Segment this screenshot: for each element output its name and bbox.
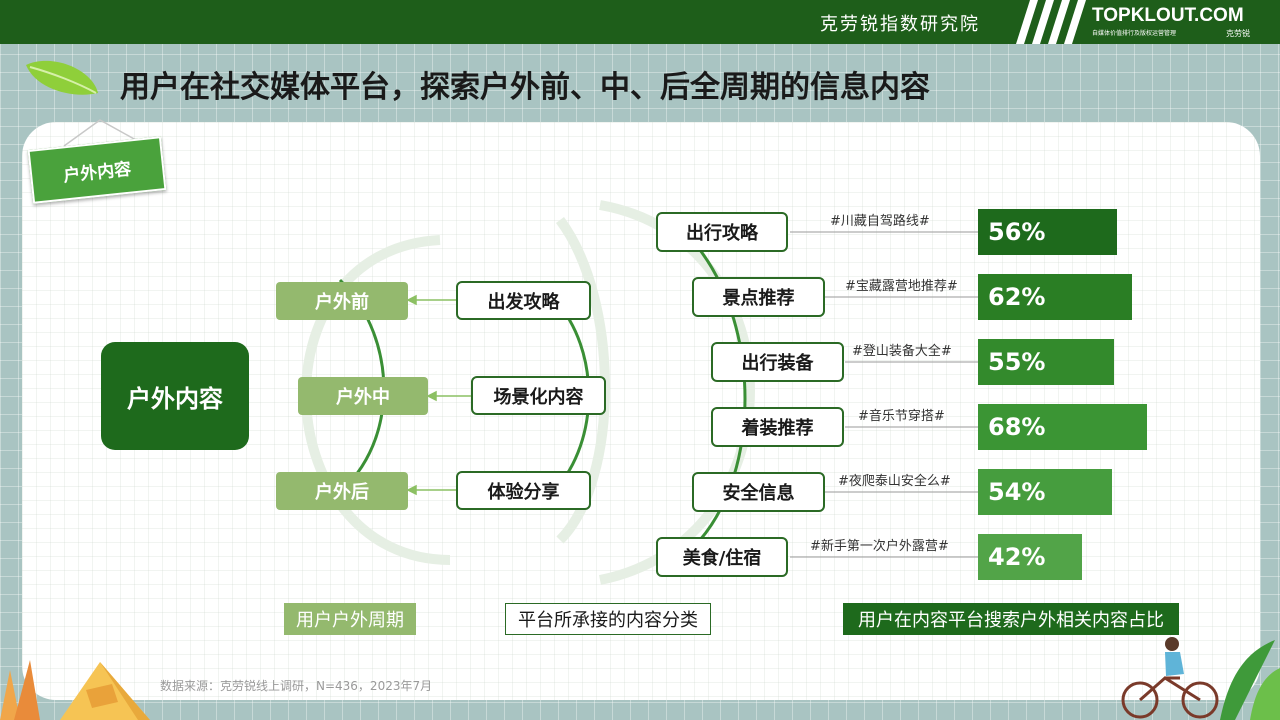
cyclist-illustration-icon — [1121, 637, 1280, 720]
legend-search-share: 用户在内容平台搜索户外相关内容占比 — [843, 603, 1179, 635]
category-departure: 出发攻略 — [456, 281, 591, 320]
phase-before: 户外前 — [276, 282, 408, 320]
hashtag-label: #音乐节穿搭# — [858, 409, 945, 424]
phase-after: 户外后 — [276, 472, 408, 510]
hashtag-label: #登山装备大全# — [852, 344, 952, 359]
brand-logo[interactable]: TOPKLOUT.COM 自媒体价值排行及版权运营管理 克劳锐 — [1086, 3, 1256, 41]
arc-shadow-3 — [599, 200, 755, 585]
search-share-bar: 42% — [978, 534, 1082, 580]
hashtag-label: #夜爬泰山安全么# — [838, 474, 951, 489]
logo-subtext: 自媒体价值排行及版权运营管理 — [1092, 28, 1177, 37]
page-title: 用户在社交媒体平台，探索户外前、中、后全周期的信息内容 — [120, 70, 930, 105]
search-share-bar: 55% — [978, 339, 1114, 385]
hashtag-label: #新手第一次户外露营# — [810, 539, 949, 554]
hashtag-label: #宝藏露营地推荐# — [845, 279, 958, 294]
subcategory-travel-guide: 出行攻略 — [656, 212, 788, 252]
subcategory-attractions: 景点推荐 — [692, 277, 825, 317]
logo-text: TOPKLOUT.COM — [1092, 5, 1244, 26]
tent-illustration-icon — [0, 660, 150, 720]
search-share-bar: 56% — [978, 209, 1117, 255]
search-share-bar: 62% — [978, 274, 1132, 320]
logo-stripes-icon — [1016, 0, 1086, 44]
search-share-bar: 68% — [978, 404, 1147, 450]
hashtag-label: #川藏自驾路线# — [830, 214, 930, 229]
root-node: 户外内容 — [101, 342, 249, 450]
data-source-note: 数据来源：克劳锐线上调研，N=436，2023年7月 — [160, 679, 433, 693]
tag-string-icon — [63, 119, 137, 147]
legend-categories: 平台所承接的内容分类 — [505, 603, 711, 635]
category-experience: 体验分享 — [456, 471, 591, 510]
leaf-icon — [26, 60, 98, 95]
subcategory-safety: 安全信息 — [692, 472, 825, 512]
subcategory-gear: 出行装备 — [711, 342, 844, 382]
legend-lifecycle: 用户户外周期 — [284, 603, 416, 635]
logo-cn-text: 克劳锐 — [1226, 29, 1250, 38]
subcategory-food-lodging: 美食/住宿 — [656, 537, 788, 577]
org-name: 克劳锐指数研究院 — [820, 14, 980, 35]
phase-during: 户外中 — [298, 377, 428, 415]
header-bar: 克劳锐指数研究院 TOPKLOUT.COM 自媒体价值排行及版权运营管理 克劳锐 — [0, 0, 1280, 44]
search-share-bar: 54% — [978, 469, 1112, 515]
category-scene: 场景化内容 — [471, 376, 606, 415]
subcategory-outfit: 着装推荐 — [711, 407, 844, 447]
